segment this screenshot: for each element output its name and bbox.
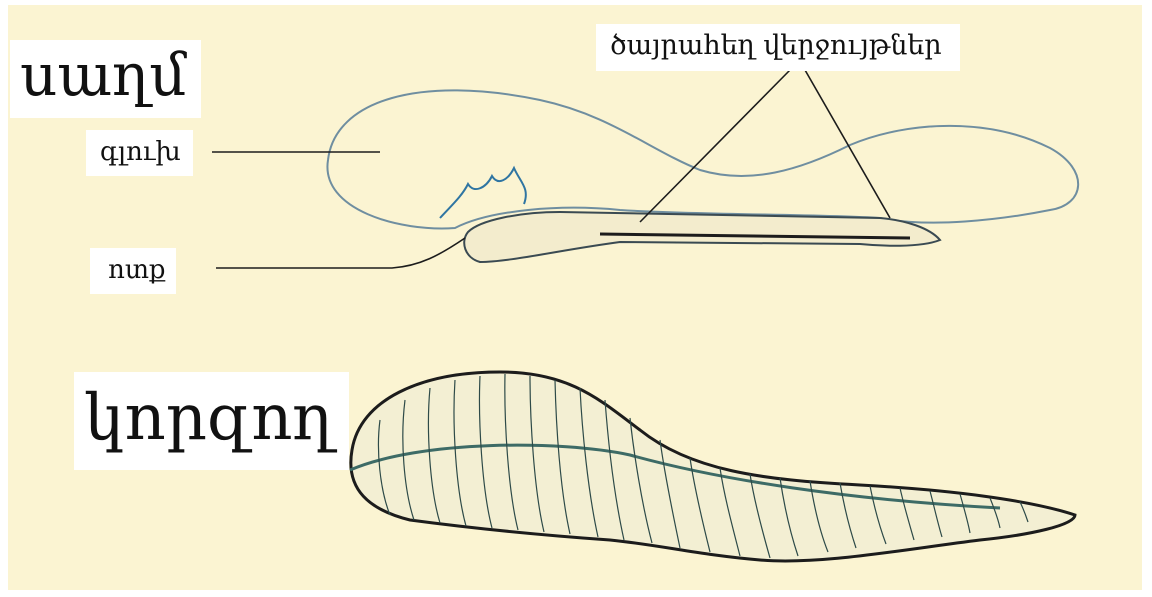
label-head: գլուխ — [86, 130, 193, 176]
leader-tentacle-left — [640, 70, 790, 222]
label-slug: սաղմ — [10, 40, 201, 118]
label-tentacles: ծայրահեղ վերջույթներ — [596, 24, 960, 71]
leader-tentacle-right — [805, 70, 890, 218]
upper-appendage — [440, 168, 526, 218]
label-foot: ոտք — [90, 248, 176, 294]
lower-body-outline — [351, 372, 1075, 561]
label-leech: կորզող — [74, 372, 349, 470]
leader-foot — [216, 238, 465, 268]
